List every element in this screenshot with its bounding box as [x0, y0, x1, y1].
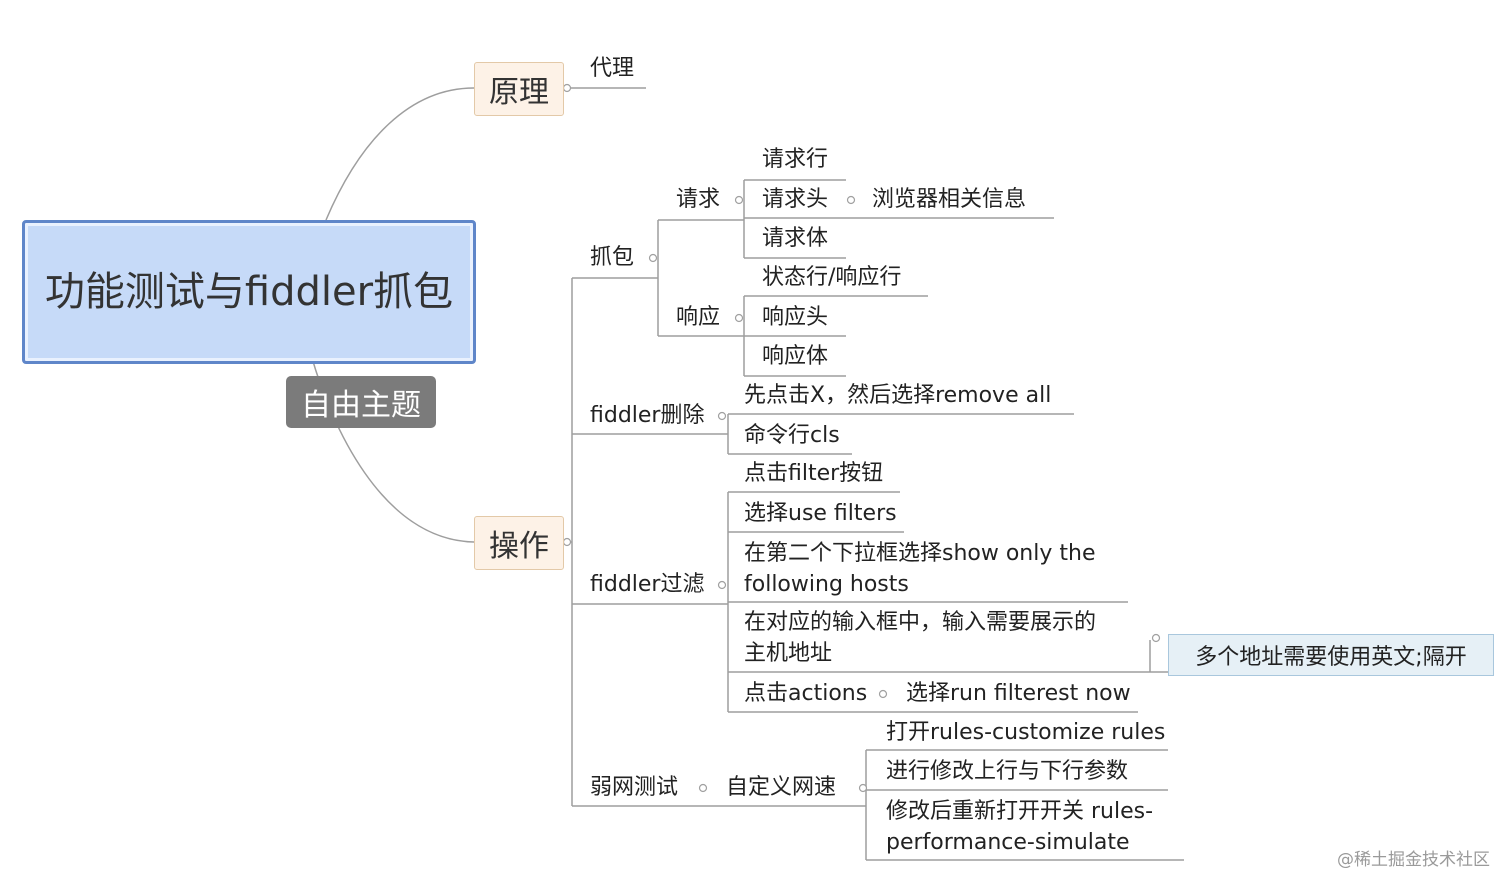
collapse-toggle: [734, 195, 744, 205]
topic-status-line[interactable]: 状态行/响应行: [762, 265, 902, 290]
topic-input-hosts-line2[interactable]: 主机地址: [744, 641, 833, 666]
central-topic-label: 功能测试与fiddler抓包: [44, 269, 454, 315]
collapse-toggle: [562, 537, 572, 547]
topic-custom-speed[interactable]: 自定义网速: [726, 775, 837, 800]
topic-response[interactable]: 响应: [676, 305, 721, 330]
topic-input-hosts-line1[interactable]: 在对应的输入框中，输入需要展示的: [744, 610, 1097, 635]
topic-show-only-line1[interactable]: 在第二个下拉框选择show only the: [744, 541, 1096, 566]
connector-principle: [325, 87, 475, 221]
central-topic[interactable]: 功能测试与fiddler抓包: [22, 220, 476, 364]
topic-simulate-line2[interactable]: performance-simulate: [886, 830, 1130, 855]
collapse-toggle: [846, 195, 856, 205]
topic-click-filter[interactable]: 点击filter按钮: [744, 461, 884, 486]
collapse-toggle: [734, 313, 744, 323]
collapse-toggle: [717, 580, 727, 590]
branch-operation-label: 操作: [489, 529, 549, 564]
topic-click-actions[interactable]: 点击actions: [744, 681, 868, 706]
floating-topic[interactable]: 自由主题: [286, 376, 436, 428]
topic-remove-all[interactable]: 先点击X，然后选择remove all: [744, 383, 1052, 408]
topic-request-header[interactable]: 请求头: [762, 187, 829, 212]
floating-topic-label: 自由主题: [301, 388, 421, 423]
topic-fiddler-filter[interactable]: fiddler过滤: [590, 572, 705, 597]
branch-operation[interactable]: 操作: [474, 516, 564, 570]
collapse-toggle: [1151, 633, 1161, 643]
branch-principle[interactable]: 原理: [474, 62, 564, 116]
topic-request-line[interactable]: 请求行: [762, 147, 829, 172]
topic-simulate-line1[interactable]: 修改后重新打开开关 rules-: [886, 799, 1154, 824]
collapse-toggle: [698, 783, 708, 793]
collapse-toggle: [648, 253, 658, 263]
collapse-toggle: [858, 783, 868, 793]
topic-use-filters[interactable]: 选择use filters: [744, 501, 897, 526]
topic-response-body[interactable]: 响应体: [762, 344, 829, 369]
topic-show-only-line2[interactable]: following hosts: [744, 572, 909, 597]
topic-capture[interactable]: 抓包: [590, 245, 635, 270]
collapse-toggle: [717, 411, 727, 421]
topic-response-header[interactable]: 响应头: [762, 305, 829, 330]
topic-request[interactable]: 请求: [676, 187, 721, 212]
topic-run-filterest[interactable]: 选择run filterest now: [906, 681, 1131, 706]
topic-fiddler-delete[interactable]: fiddler删除: [590, 403, 705, 428]
branch-principle-label: 原理: [489, 75, 549, 110]
topic-command-cls[interactable]: 命令行cls: [744, 423, 840, 448]
topic-weak-network[interactable]: 弱网测试: [590, 775, 679, 800]
topic-request-body[interactable]: 请求体: [762, 226, 829, 251]
topic-browser-info[interactable]: 浏览器相关信息: [872, 187, 1027, 212]
callout-separator-note-label: 多个地址需要使用英文;隔开: [1195, 645, 1467, 670]
collapse-toggle: [878, 689, 888, 699]
callout-separator-note[interactable]: 多个地址需要使用英文;隔开: [1168, 634, 1494, 676]
collapse-toggle: [562, 83, 572, 93]
topic-customize-rules[interactable]: 打开rules-customize rules: [886, 720, 1166, 745]
watermark: @稀土掘金技术社区: [1337, 850, 1490, 870]
topic-proxy[interactable]: 代理: [590, 56, 635, 81]
topic-modify-params[interactable]: 进行修改上行与下行参数: [886, 759, 1129, 784]
